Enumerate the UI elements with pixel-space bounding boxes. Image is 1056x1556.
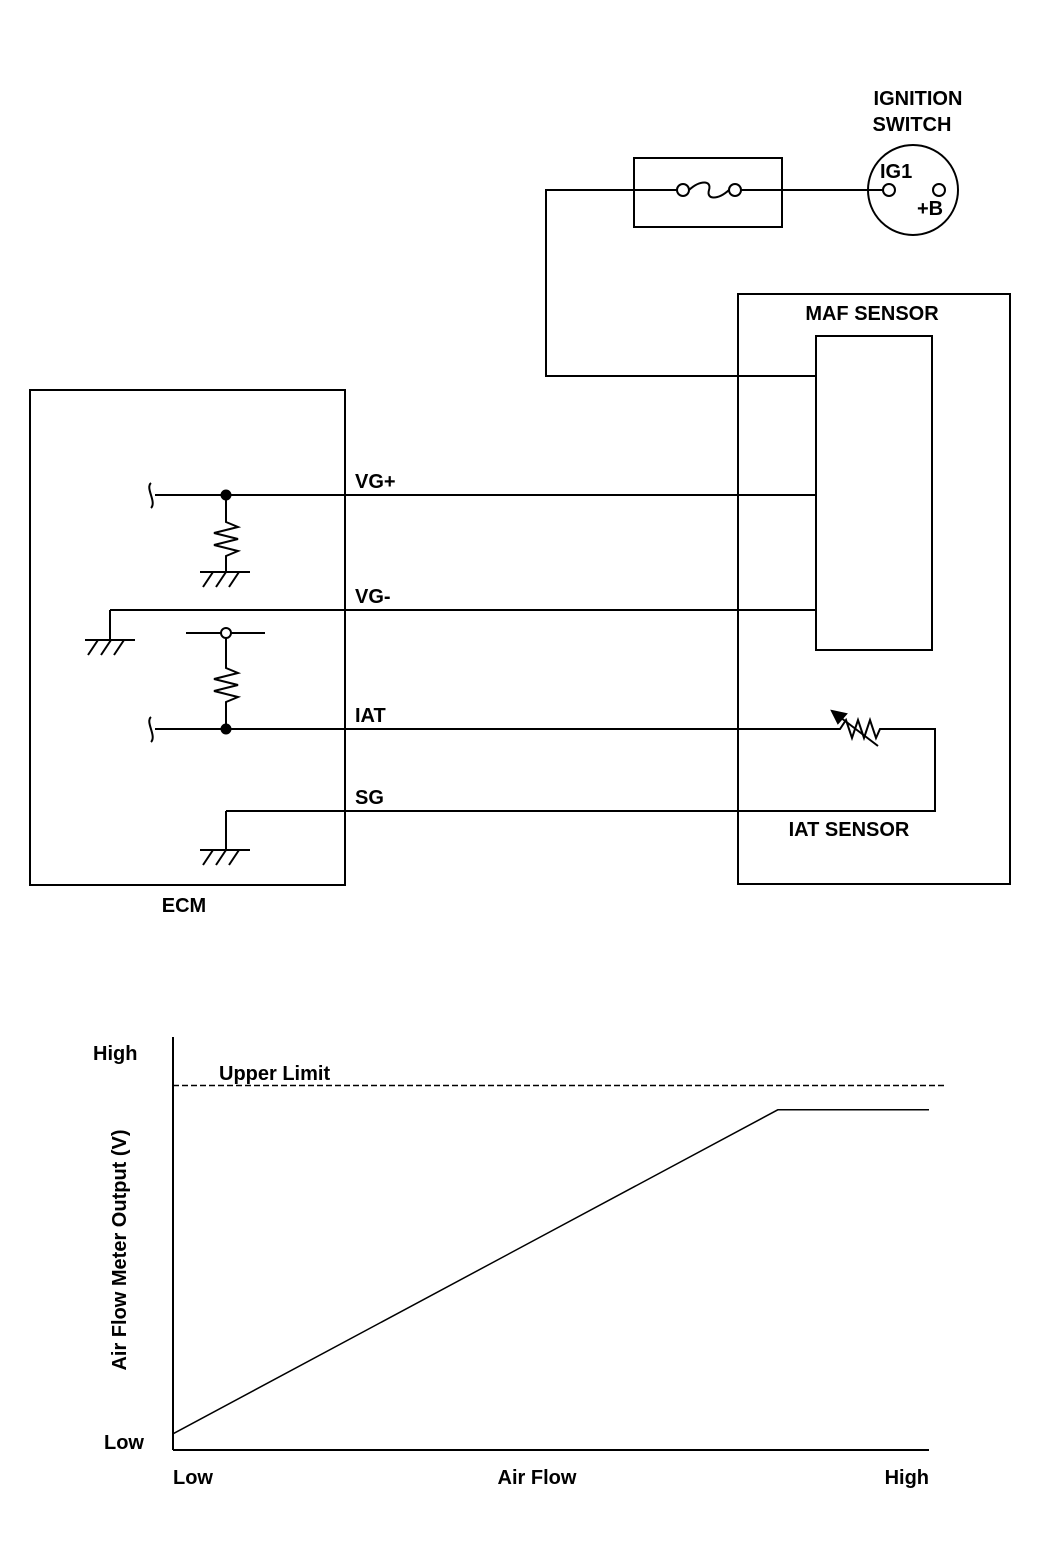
- x-tick-low: Low: [173, 1467, 213, 1489]
- sg-ground-icon: [200, 849, 250, 866]
- series-line: [172, 1109, 929, 1435]
- y-tick-low: Low: [104, 1432, 144, 1454]
- vg-plus-break: [148, 482, 154, 509]
- ecm-box: [29, 389, 346, 886]
- fuse-element: [688, 181, 730, 199]
- sensor-housing: [737, 293, 1011, 885]
- ignition-switch-title-line2: SWITCH: [873, 114, 952, 136]
- x-axis-title: Air Flow: [498, 1467, 577, 1489]
- vg-plus-pulldown-resistor: [213, 495, 242, 572]
- sg-wire-inner: [225, 810, 346, 850]
- fuse-terminal-left: [676, 183, 690, 197]
- ignition-switch-title-line1: IGNITION: [874, 88, 963, 110]
- ecm-label: ECM: [162, 895, 206, 917]
- y-tick-high: High: [93, 1043, 137, 1065]
- ig1-terminal-label: IG1: [880, 161, 912, 183]
- iat-break: [148, 716, 154, 743]
- maf-sensor-label: MAF SENSOR: [805, 303, 939, 325]
- vg-minus-ground-icon: [85, 639, 135, 656]
- x-tick-high: High: [885, 1467, 929, 1489]
- iat-supply-terminal: [220, 627, 232, 639]
- fuse: [633, 157, 783, 228]
- b-terminal: [932, 183, 946, 197]
- vg-plus-ground-icon: [200, 571, 250, 588]
- upper-limit-label: Upper Limit: [219, 1063, 330, 1085]
- vg-plus-label: VG+: [355, 471, 396, 493]
- vg-minus-label: VG-: [355, 586, 391, 608]
- maf-sensor-element: [815, 335, 933, 651]
- iat-thermistor: [346, 709, 936, 812]
- fuse-to-maf-wire: [545, 189, 816, 377]
- y-axis-title: Air Flow Meter Output (V): [109, 1129, 131, 1370]
- b-terminal-label: +B: [917, 198, 943, 220]
- fuse-box: [633, 157, 783, 228]
- sg-label: SG: [355, 787, 384, 809]
- fuse-terminal-right: [728, 183, 742, 197]
- iat-sensor-label: IAT SENSOR: [789, 819, 910, 841]
- iat-label: IAT: [355, 705, 386, 727]
- iat-pullup-resistor: [213, 638, 242, 729]
- ig1-terminal: [882, 183, 896, 197]
